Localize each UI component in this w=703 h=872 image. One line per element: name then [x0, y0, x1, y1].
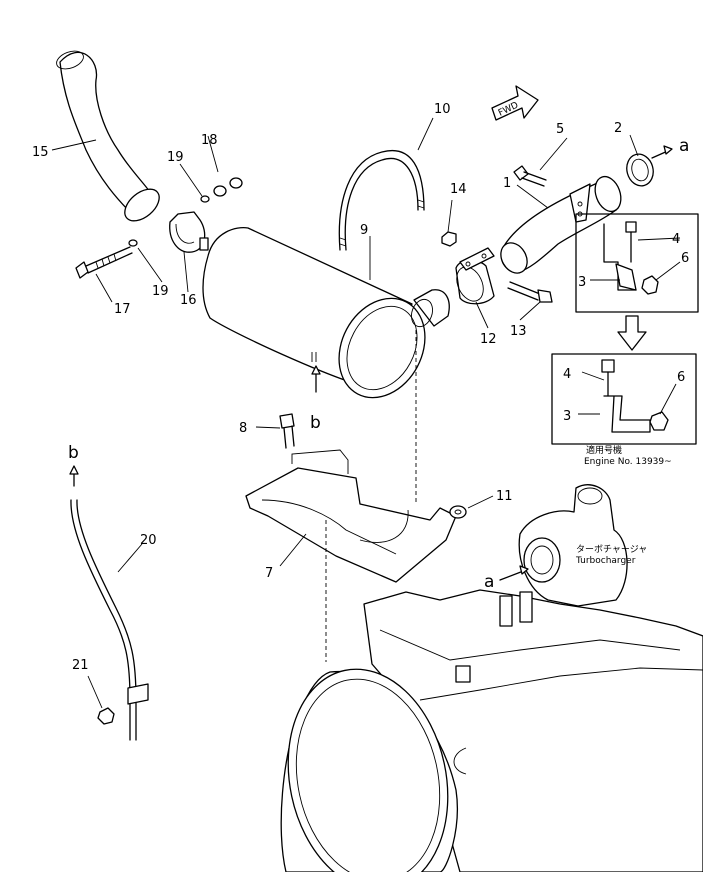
callout-8: 8 [239, 421, 247, 436]
callout-15: 15 [32, 145, 49, 160]
callout-17: 17 [114, 302, 131, 317]
ref-a-turbo: a [484, 572, 494, 592]
reference-letters: a a b b [68, 136, 689, 592]
bracket-bolt [279, 413, 295, 449]
fwd-label: FWD [497, 100, 520, 118]
callout-18: 18 [201, 133, 218, 148]
callout-7: 7 [265, 566, 273, 581]
callout-1: 1 [503, 176, 511, 191]
reference-arrow-a-turbo [499, 565, 529, 581]
exhaust-elbow [500, 175, 622, 274]
leader-lines [51, 117, 681, 709]
muffler [202, 226, 450, 399]
reference-arrow-b-muffler [311, 352, 321, 393]
callout-5: 5 [556, 122, 564, 137]
fwd-arrow-icon [491, 85, 539, 121]
drain-pipe-nut [97, 707, 115, 725]
u-bolt [338, 149, 425, 251]
down-arrow-icon [617, 315, 647, 351]
callout-19-lower: 19 [152, 284, 169, 299]
callout-9: 9 [360, 223, 368, 238]
callout-4-upper: 4 [672, 232, 680, 247]
callout-20: 20 [140, 533, 157, 548]
callout-21: 21 [72, 658, 89, 673]
callout-12: 12 [480, 332, 497, 347]
clamp-bolt-13 [507, 281, 553, 303]
clamp-nuts [128, 177, 243, 247]
callout-10: 10 [434, 102, 451, 117]
turbocharger [518, 484, 628, 607]
callout-13: 13 [510, 324, 527, 339]
applicability-label-jp: 適用号機 [586, 444, 622, 456]
muffler-mounting-bracket [245, 449, 457, 583]
bracket-inset-lower [551, 353, 697, 445]
ref-b-muffler: b [310, 413, 321, 433]
callout-4-lower: 4 [563, 367, 571, 382]
callout-6-upper: 6 [681, 251, 689, 266]
turbocharger-label-en: Turbocharger [575, 556, 636, 566]
elbow-gasket [626, 153, 654, 187]
bracket-nut [449, 505, 467, 519]
callout-14: 14 [450, 182, 467, 197]
callout-3-lower: 3 [563, 409, 571, 424]
bracket-inset-upper [575, 213, 699, 313]
callout-numbers: 1 2 3 3 4 4 5 6 6 7 8 9 10 11 12 13 14 1… [32, 102, 689, 673]
callout-3-upper: 3 [578, 275, 586, 290]
elbow-bolt [513, 165, 547, 187]
reference-arrow-a-top [651, 145, 673, 159]
clamp-bolt [75, 246, 133, 279]
ref-a-top: a [679, 136, 689, 156]
callout-6-lower: 6 [677, 370, 685, 385]
drain-pipe [70, 499, 149, 741]
clamp-nut [441, 231, 457, 247]
muffler-clamp [455, 247, 495, 305]
callout-11: 11 [496, 489, 513, 504]
callout-19-upper: 19 [167, 150, 184, 165]
callout-2: 2 [614, 121, 622, 136]
flywheel-housing [280, 668, 467, 872]
ref-b-pipe: b [68, 443, 79, 463]
applicability-label-en: Engine No. 13939~ [584, 457, 672, 467]
tail-pipe [56, 50, 160, 222]
pipe-clamp [169, 211, 209, 253]
reference-arrow-b-pipe [69, 465, 79, 487]
turbocharger-label-jp: ターボチャージャ [576, 544, 647, 555]
callout-16: 16 [180, 293, 197, 308]
